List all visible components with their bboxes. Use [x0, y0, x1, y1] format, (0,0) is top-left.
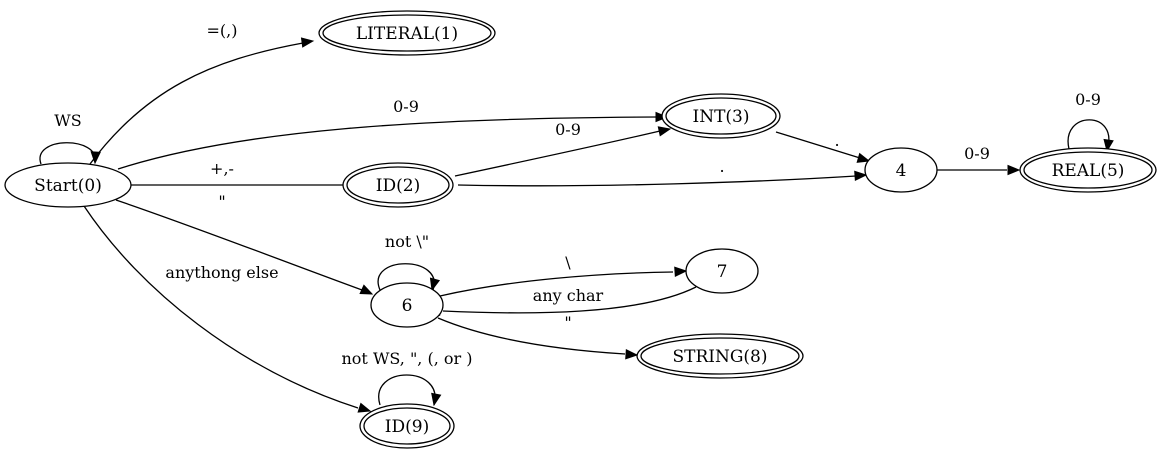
state-label: ID(9) [385, 417, 429, 437]
accepting-ring [665, 97, 777, 135]
arrowhead-s0-s9 [357, 402, 372, 413]
state-node-s9: ID(9) [359, 403, 455, 449]
edge-label-s3-s4: . [834, 131, 839, 150]
arrowhead-s6-s6 [429, 277, 441, 292]
state-label: Start(0) [34, 176, 102, 196]
edge-label-s4-s5: 0-9 [964, 144, 990, 163]
edge-label-s2-s3: 0-9 [555, 120, 581, 139]
state-node-s6: 6 [370, 282, 444, 328]
edge-label-s0-s2: +,- [210, 159, 234, 178]
edge-label-s0-s0: WS [54, 111, 81, 130]
edge-label-s0-s1: =(,) [207, 21, 238, 40]
state-node-s4: 4 [864, 147, 938, 193]
accepting-ring [1023, 151, 1153, 189]
edge-label-s5-s5: 0-9 [1075, 90, 1101, 109]
edge-label-s6-s7: \ [565, 253, 571, 272]
arrowhead-s2-s4 [854, 170, 868, 182]
state-node-s7: 7 [685, 248, 759, 294]
state-label: REAL(5) [1052, 161, 1125, 181]
state-node-s5: REAL(5) [1019, 147, 1157, 193]
edge-label-s2-s4: . [719, 157, 724, 176]
state-node-s2: ID(2) [342, 162, 454, 208]
arrowhead-s0-s6 [359, 284, 374, 295]
edge-s7-s6 [442, 286, 697, 314]
edge-label-s0-s9: anythong else [165, 263, 278, 282]
arrowhead-s6-s7 [674, 266, 688, 277]
state-node-s3: INT(3) [661, 93, 781, 139]
accepting-ring [363, 407, 451, 445]
arrowhead-s2-s3 [657, 126, 672, 137]
edge-s2-s3 [454, 130, 661, 177]
state-label: 6 [402, 296, 413, 316]
edge-label-s9-s9: not WS, ", (, or ) [341, 349, 472, 368]
edge-label-s6-s8: " [564, 313, 571, 332]
state-ellipse [685, 248, 759, 294]
state-node-s0: Start(0) [4, 162, 132, 208]
edge-label-s7-s6: any char [533, 286, 604, 305]
edge-s0-s9 [83, 205, 359, 409]
edge-s3-s4 [775, 131, 861, 159]
edge-s0-s0 [39, 142, 96, 165]
state-label: ID(2) [376, 176, 420, 196]
edge-s9-s9 [378, 374, 436, 406]
arrowhead-s9-s9 [431, 392, 442, 407]
state-label: 4 [896, 161, 907, 181]
edge-label-s6-s6: not \" [385, 232, 429, 251]
nodes-layer: Start(0) LITERAL(1) ID(2) INT(3) 4 REAL(5) 6 7S… [4, 10, 1157, 449]
arrowhead-s6-s8 [625, 349, 639, 360]
edge-s0-s1 [89, 42, 304, 165]
state-node-s8: STRING(8) [636, 333, 804, 379]
edge-label-s0-s3: 0-9 [393, 97, 419, 116]
state-label: LITERAL(1) [356, 24, 458, 44]
arrowhead-s3-s4 [856, 152, 871, 163]
state-node-s1: LITERAL(1) [318, 10, 496, 56]
edge-s6-s8 [437, 317, 626, 355]
arrowhead-s0-s1 [300, 37, 315, 48]
edge-s0-s3 [117, 116, 658, 170]
edge-s2-s4 [457, 175, 857, 187]
edge-s6-s7 [439, 271, 674, 297]
edge-s0-s6 [115, 199, 363, 291]
state-label: STRING(8) [672, 347, 767, 367]
edge-s5-s5 [1067, 119, 1110, 151]
edges-layer [39, 37, 1114, 413]
arrowhead-s4-s5 [1007, 164, 1021, 176]
state-ellipse [864, 147, 938, 193]
state-label: INT(3) [692, 107, 749, 127]
state-label: 7 [717, 262, 728, 282]
state-ellipse [4, 162, 132, 208]
edge-label-s0-s6: " [218, 192, 225, 211]
accepting-ring [322, 14, 492, 52]
state-ellipse [370, 282, 444, 328]
edge-labels-layer: WS =(,) 0-9 +,- " anythong else 0-9.. 0-9 0-9 not… [54, 21, 1101, 368]
accepting-ring [346, 166, 450, 204]
accepting-ring [640, 337, 800, 375]
